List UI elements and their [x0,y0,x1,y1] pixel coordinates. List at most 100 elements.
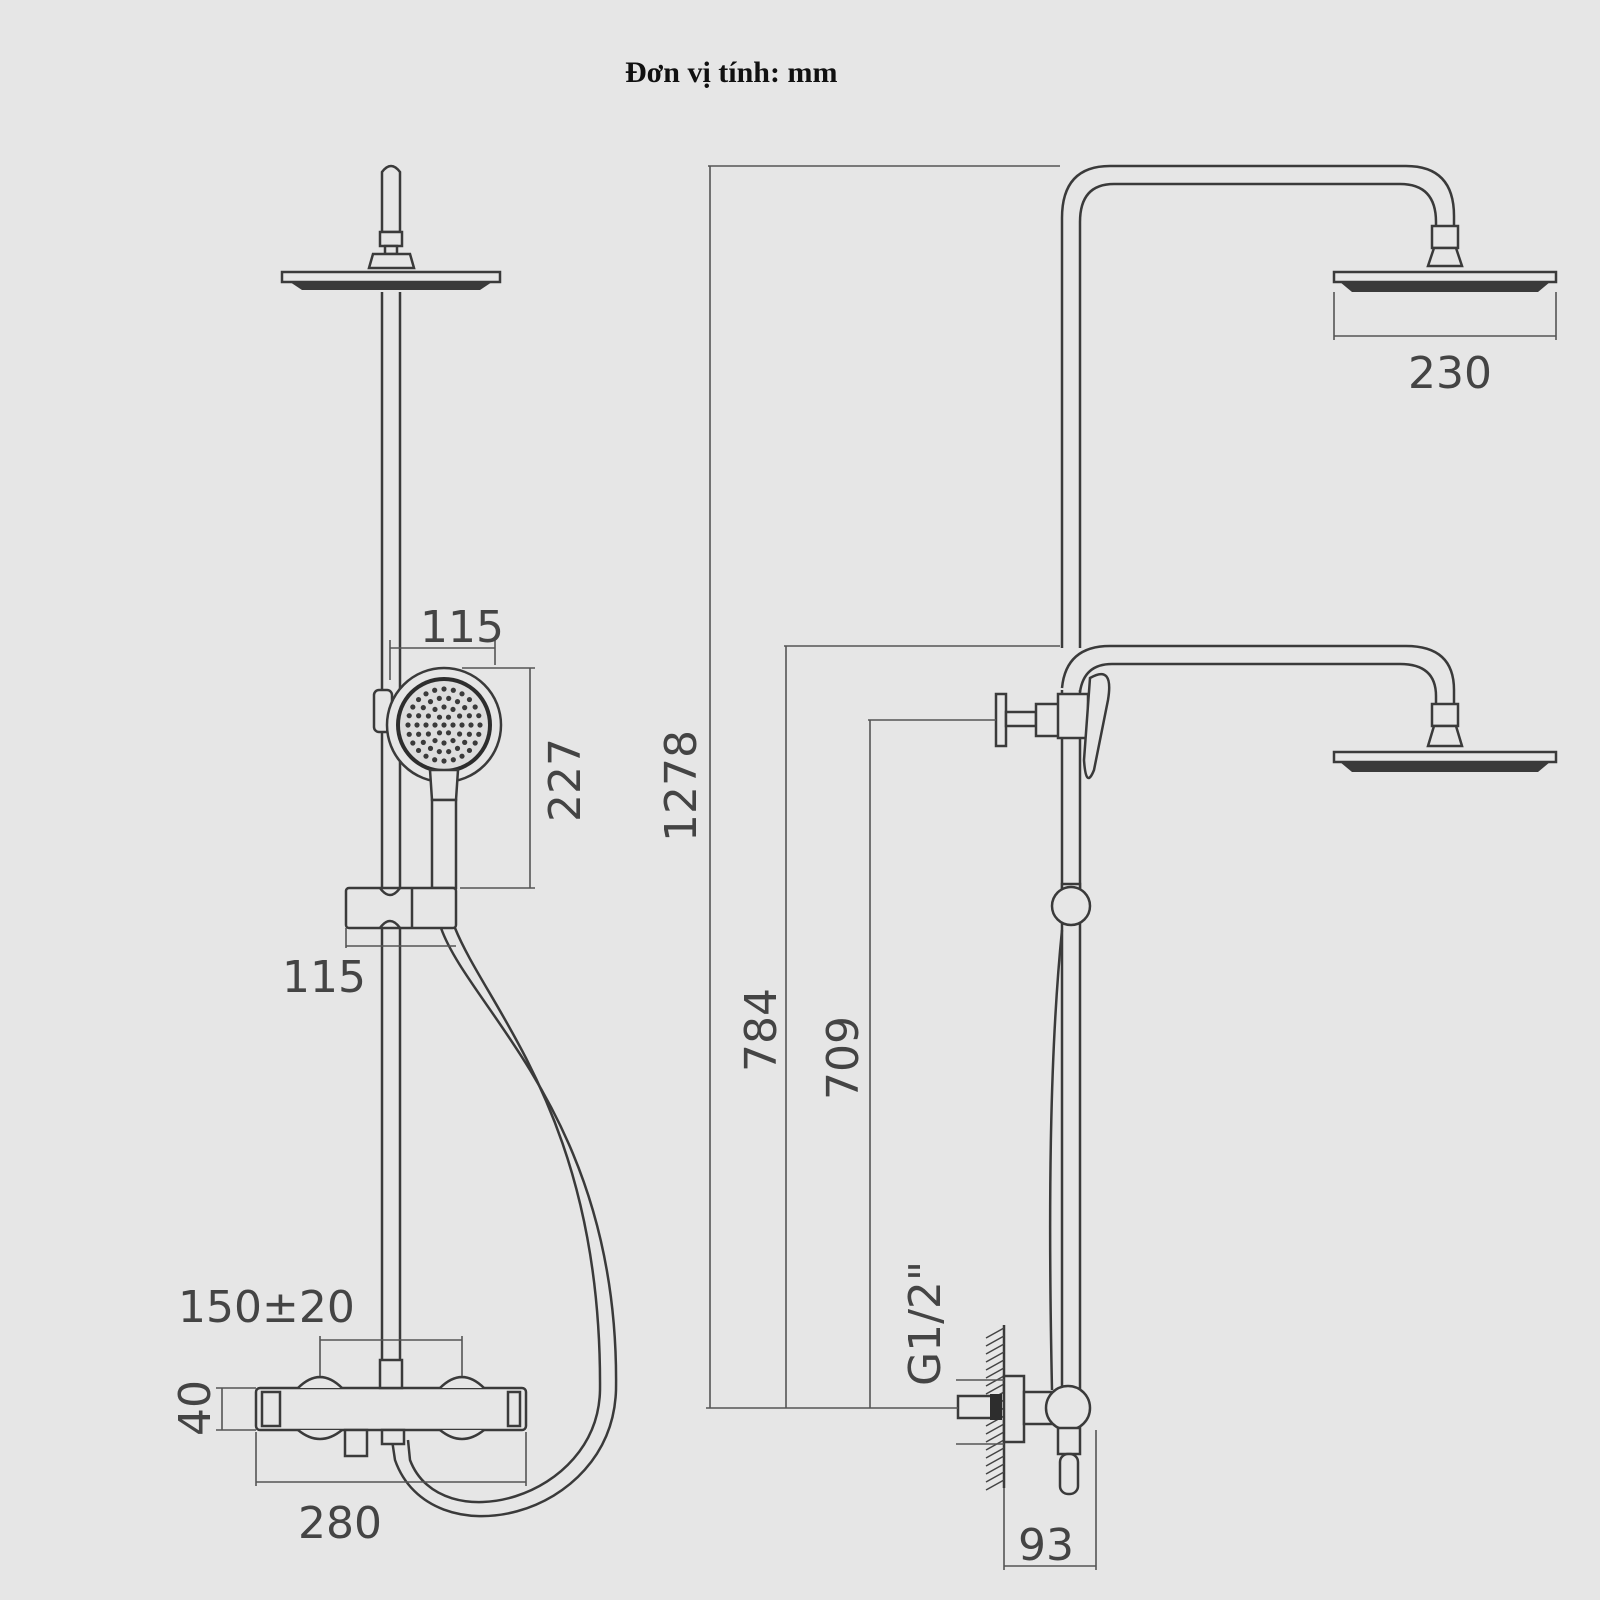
dim-inlet-spacing: 150±20 [178,1282,355,1333]
upper-shower-arm [1060,164,1558,648]
nozzle-dot [450,737,456,744]
dim-handshower-width: 115 [420,602,504,653]
nozzle-dot [436,695,442,702]
dim-mixer-height: 40 [170,1380,221,1436]
nozzle-dot [459,753,465,759]
overhead-showerhead-front [280,252,502,290]
nozzle-dot [427,745,434,751]
nozzle-dot [462,739,468,745]
nozzle-dot [432,737,438,744]
hatch-line [985,1375,1005,1387]
nozzle-dot [450,687,456,693]
nozzle-dot [405,722,411,728]
hatch-line [985,1431,1005,1443]
nozzle-dot [459,691,465,697]
nozzle-dot [454,699,461,705]
nozzle-dot [415,696,422,703]
thermostatic-mixer-front [254,1358,528,1458]
nozzle-dot [472,740,478,746]
unit-label: Đơn vị tính: mm [625,56,838,89]
nozzle-dot [468,722,474,728]
hatch-line [985,1335,1005,1347]
hatch-line [985,1343,1005,1355]
hatch-line [985,1383,1005,1395]
nozzle-dot [425,713,432,719]
main-riser-front [380,292,402,1360]
dim-holder-width: 115 [282,952,366,1003]
nozzle-dot [436,730,443,736]
dim-showerhead-diameter: 230 [1408,348,1492,399]
hose-front [390,927,618,1518]
nozzle-dot [441,686,447,692]
nozzle-dot [423,691,429,697]
nozzle-dot [432,722,438,728]
hatch-line [985,1479,1005,1491]
dim-mixer-width: 280 [298,1498,382,1549]
nozzle-dot [441,740,447,746]
nozzle-dot [459,722,465,728]
side-view [706,164,1558,1570]
dim-holder-height: 709 [818,1016,869,1100]
nozzle-dot [410,704,416,710]
nozzle-dot [423,753,429,759]
dim-handshower-length: 227 [540,738,591,822]
hatch-line [985,1471,1005,1483]
nozzle-dot [410,740,416,746]
nozzle-dot [445,730,452,736]
hatch-line [985,1423,1005,1435]
dim-total-height: 1278 [656,730,707,842]
nozzle-dot [466,731,472,737]
nozzle-dot [423,722,429,728]
nozzle-dot [425,731,432,737]
dim-arm-height: 784 [736,988,787,1072]
dimension-labels: 115 227 115 150±20 40 280 230 1278 784 7… [170,348,1492,1571]
hatch-line [985,1447,1005,1459]
nozzle-dot [427,699,434,705]
nozzle-dot [441,704,447,710]
side-dimension-lines [706,165,1557,1570]
mixer-side [956,1374,1092,1496]
nozzle-dot [472,704,478,710]
hatch-line [985,1367,1005,1379]
wall-bracket [994,672,1111,780]
hatch-line [985,1351,1005,1363]
nozzle-dot [432,757,438,763]
nozzle-dot [477,722,483,728]
hatch-line [985,1327,1005,1339]
nozzle-dot [466,696,473,703]
riser-top-cap [378,164,404,256]
hatch-line [985,1439,1005,1451]
nozzle-dot [441,758,447,764]
slide-holder-front [344,886,458,930]
nozzle-dot [445,714,452,720]
nozzle-dot [450,706,456,713]
nozzle-dot [476,713,482,719]
lower-shower-arm [1060,644,1558,772]
nozzle-dot [432,706,438,713]
front-view [216,164,618,1518]
nozzle-dot [420,705,426,711]
nozzle-dot [454,745,461,751]
nozzle-dot [441,722,447,728]
nozzle-dot [446,748,452,755]
nozzle-dot [446,695,452,702]
front-dimension-lines [216,640,535,1486]
nozzle-dot [476,731,482,737]
hand-shower-nozzles [405,686,483,764]
nozzle-dot [406,713,412,719]
main-riser-side [1060,690,1082,1390]
nozzle-dot [456,713,463,719]
hatch-line [985,1455,1005,1467]
hand-shower-front [372,666,503,890]
hatch-line [985,1359,1005,1371]
nozzle-dot [466,747,473,754]
nozzle-dot [420,739,426,745]
hose-side [1048,929,1064,1391]
nozzle-dot [406,731,412,737]
nozzle-dot [436,748,442,755]
nozzle-dot [450,722,456,728]
nozzle-dot [436,714,443,720]
nozzle-dot [466,713,472,719]
nozzle-dot [456,731,463,737]
